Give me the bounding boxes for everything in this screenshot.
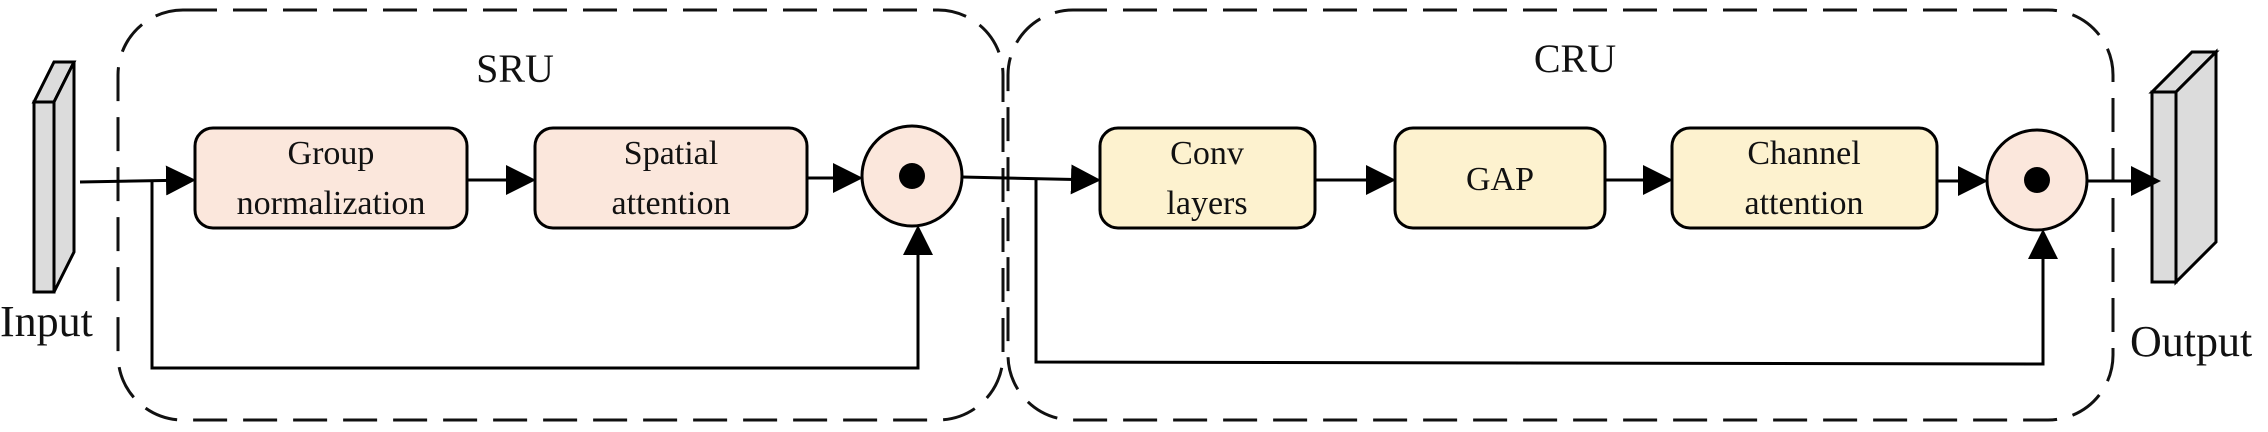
sru-block-group-normalization-line1: Group [288,135,375,172]
cru-title: CRU [1534,36,1616,81]
sru-skip-connection [150,182,933,370]
cru-region-outline [1006,8,2115,422]
sru-title: SRU [476,46,554,91]
cru-block-gap-label: GAP [1466,161,1534,198]
element-wise-multiply-icon [899,163,925,189]
sru-multiply-node [860,124,964,228]
cru-block-channel-attention-line1: Channel [1747,135,1860,172]
sru-block-spatial-attention-line2: attention [612,185,731,222]
arrow-sru-to-conv [961,164,1101,195]
arrow-input-to-group-norm [79,165,196,196]
cru-multiply-node [1985,128,2089,232]
cru-block-conv-layers-line1: Conv [1170,135,1244,172]
output-label: Output [2130,317,2252,366]
sru-block-spatial-attention-line1: Spatial [624,135,718,172]
cru-block-channel-attention-line2: attention [1745,185,1864,222]
element-wise-multiply-icon [2024,167,2050,193]
sru-region-outline [116,8,1005,422]
sru-block-group-normalization-line2: normalization [237,185,426,222]
output-tensor-icon [2148,48,2220,286]
input-tensor-icon [31,60,77,294]
cru-block-conv-layers-line2: layers [1166,185,1247,222]
input-label: Input [0,297,93,346]
cru-skip-connection [1034,180,2058,366]
